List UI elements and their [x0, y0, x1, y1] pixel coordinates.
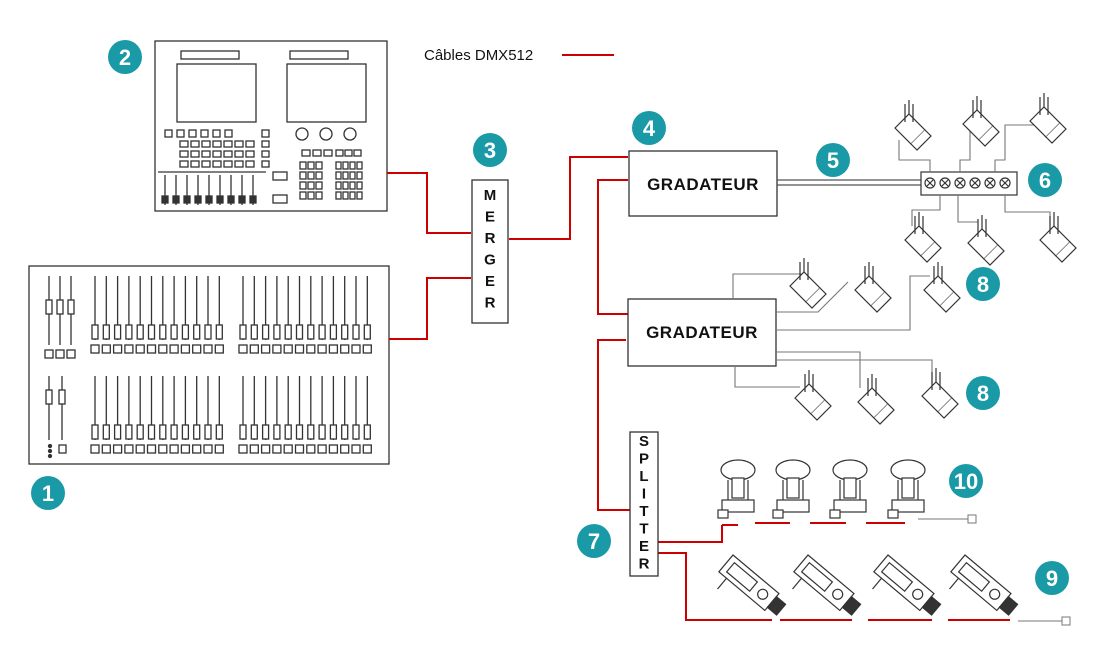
moving-head-icon: [772, 459, 811, 519]
dimmer-bottom-label: GRADATEUR: [646, 323, 758, 342]
lighting-console-2: [154, 40, 388, 212]
scanner-icon: [792, 554, 862, 616]
number-marker-text: 2: [119, 45, 131, 70]
par-can-icon: [962, 96, 1000, 147]
dmx-cables: [387, 156, 1010, 621]
lighting-console-1: [28, 265, 390, 465]
par-cans: [789, 93, 1077, 425]
dimmer-bottom: GRADATEUR: [627, 298, 777, 367]
dimmer-top: GRADATEUR: [628, 150, 778, 217]
dimmer-top-label: GRADATEUR: [647, 175, 759, 194]
number-marker-text: 9: [1046, 566, 1058, 591]
number-marker-1: 1: [31, 476, 65, 510]
number-marker-8: 8: [966, 376, 1000, 410]
number-marker-8: 8: [966, 267, 1000, 301]
scanner-icon: [717, 554, 787, 616]
scanner-icon: [949, 554, 1019, 616]
number-marker-4: 4: [632, 111, 666, 145]
number-marker-6: 6: [1028, 163, 1062, 197]
par-can-icon: [921, 368, 959, 419]
number-markers: 1 2 3 4 5 6 7 8 8 9 10: [31, 40, 1069, 595]
scanner-icon: [872, 554, 942, 616]
multi-outlet-bar: [920, 171, 1018, 196]
number-marker-2: 2: [108, 40, 142, 74]
number-marker-10: 10: [949, 464, 983, 498]
chain-terminators: [918, 514, 1071, 626]
legend: Câbles DMX512: [424, 47, 614, 64]
number-marker-text: 6: [1039, 168, 1051, 193]
number-marker-text: 4: [643, 116, 656, 141]
moving-heads: [717, 459, 926, 519]
dimmer-wires: [732, 124, 1051, 388]
number-marker-7: 7: [577, 524, 611, 558]
number-marker-text: 10: [954, 469, 978, 494]
par-can-icon: [794, 370, 832, 421]
scanners: [717, 554, 1019, 616]
number-marker-text: 1: [42, 481, 54, 506]
number-marker-text: 3: [484, 138, 496, 163]
number-marker-text: 7: [588, 529, 600, 554]
number-marker-text: 8: [977, 272, 989, 297]
moving-head-icon: [717, 459, 756, 519]
legend-label: Câbles DMX512: [424, 47, 533, 64]
par-can-icon: [904, 212, 942, 263]
par-can-icon: [967, 215, 1005, 266]
par-can-icon: [854, 262, 892, 313]
moving-head-icon: [829, 459, 868, 519]
par-can-icon: [923, 262, 961, 313]
moving-head-icon: [887, 459, 926, 519]
power-cable: [777, 179, 922, 186]
number-marker-text: 5: [827, 148, 839, 173]
number-marker-5: 5: [816, 143, 850, 177]
par-can-icon: [894, 100, 932, 151]
par-can-icon: [1039, 212, 1077, 263]
number-marker-text: 8: [977, 381, 989, 406]
par-can-icon: [1029, 93, 1067, 144]
par-can-icon: [857, 374, 895, 425]
par-can-icon: [789, 258, 827, 309]
number-marker-3: 3: [473, 133, 507, 167]
number-marker-9: 9: [1035, 561, 1069, 595]
